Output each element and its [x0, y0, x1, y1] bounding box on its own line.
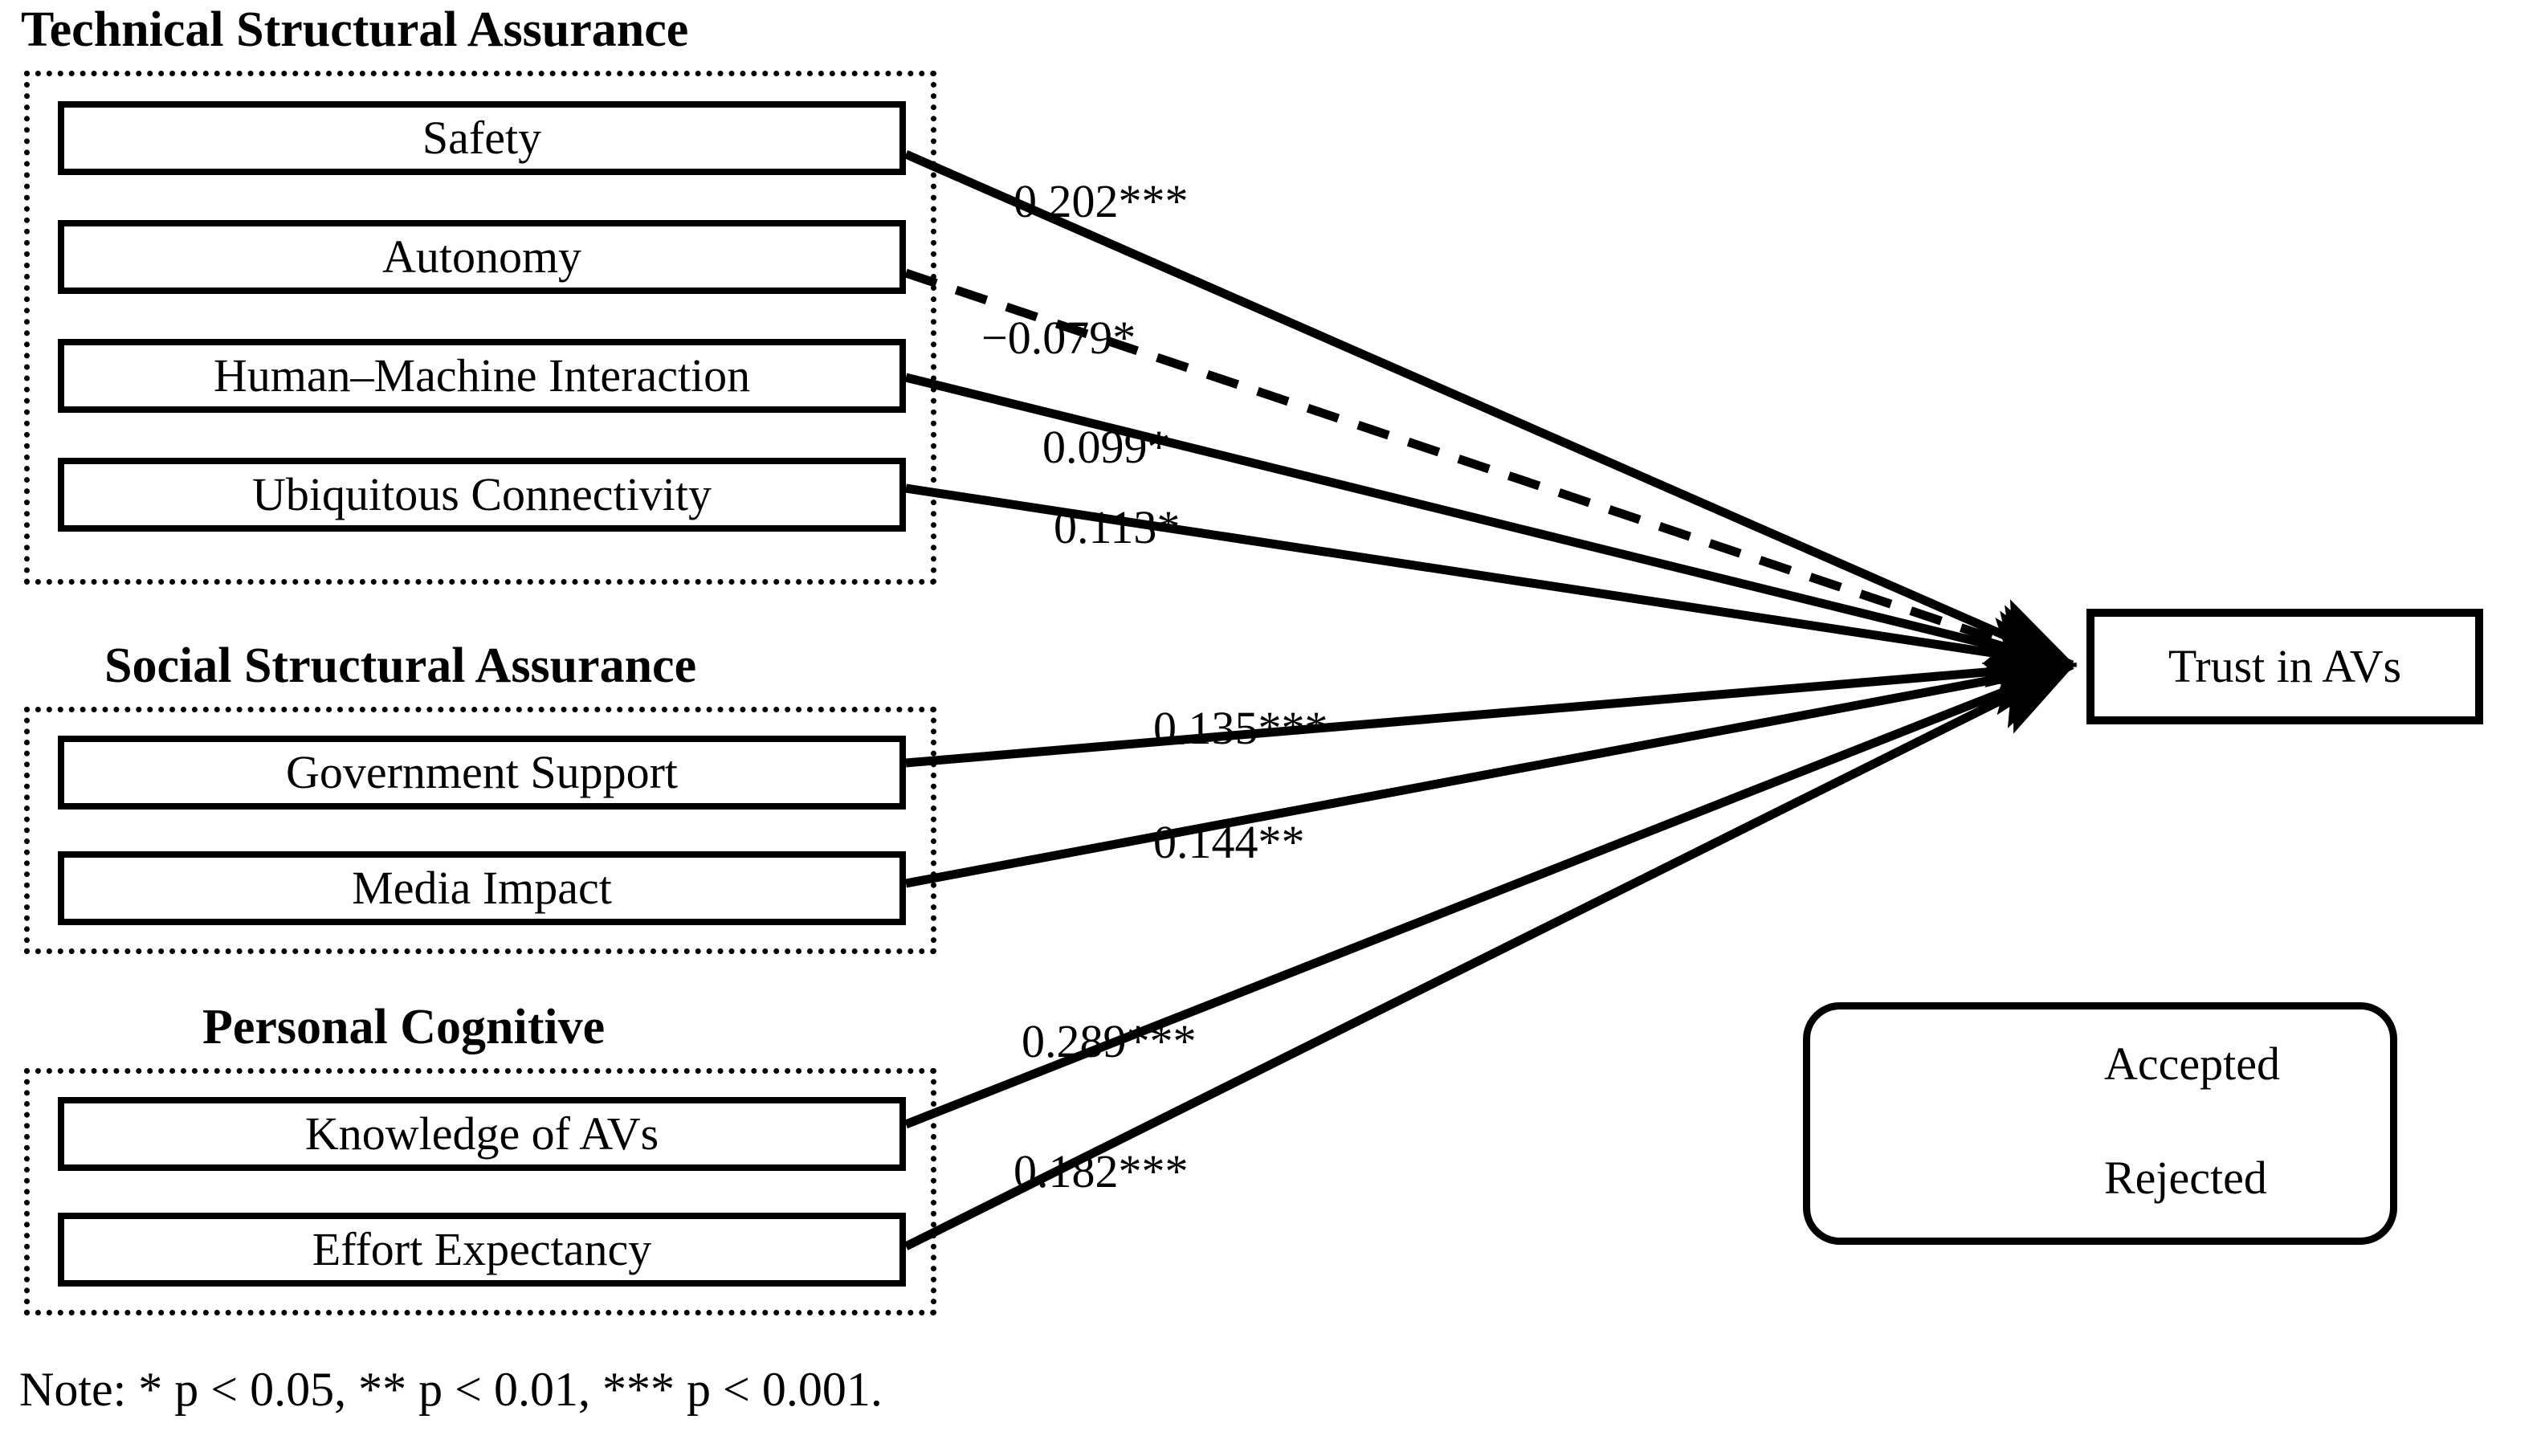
outcome-box-trust-in-avs[interactable]: Trust in AVs	[2086, 609, 2483, 724]
path-label-government-support-to-trust: 0.135***	[1153, 702, 1328, 754]
connector-safety-to-trust	[903, 149, 2078, 670]
path-label-ubiquitous-connectivity-to-trust: 0.113*	[1054, 501, 1181, 553]
connector-government-support-to-trust	[905, 636, 2078, 768]
legend-container	[1803, 1002, 2397, 1245]
group-container-personal-cognitive	[24, 1068, 936, 1315]
path-label-effort-expectancy-to-trust: 0.182***	[1014, 1145, 1189, 1197]
path-label-knowledge-of-avs-to-trust: 0.289***	[1022, 1015, 1197, 1067]
construct-box-safety[interactable]: Safety	[58, 101, 906, 175]
group-title-social-structural-assurance: Social Structural Assurance	[104, 638, 697, 693]
group-container-technical-structural-assurance	[24, 71, 936, 585]
significance-note: Note: * p < 0.05, ** p < 0.01, *** p < 0…	[19, 1363, 883, 1416]
construct-box-autonomy[interactable]: Autonomy	[58, 220, 906, 294]
connector-media-impact-to-trust	[904, 645, 2078, 888]
path-label-safety-to-trust: 0.202***	[1014, 175, 1189, 227]
path-label-human-machine-interaction-to-trust: 0.099*	[1042, 421, 1171, 473]
group-title-technical-structural-assurance: Technical Structural Assurance	[21, 2, 689, 57]
construct-box-human-machine-interaction[interactable]: Human–Machine Interaction	[58, 339, 906, 413]
group-container-social-structural-assurance	[24, 707, 936, 954]
construct-box-effort-expectancy[interactable]: Effort Expectancy	[58, 1213, 906, 1287]
construct-box-government-support[interactable]: Government Support	[58, 736, 906, 810]
construct-box-media-impact[interactable]: Media Impact	[58, 851, 906, 925]
construct-box-ubiquitous-connectivity[interactable]: Ubiquitous Connectivity	[58, 458, 906, 532]
path-label-media-impact-to-trust: 0.144**	[1153, 816, 1305, 868]
legend-label-rejected: Rejected	[2104, 1152, 2267, 1204]
construct-box-knowledge-of-avs[interactable]: Knowledge of AVs	[58, 1097, 906, 1171]
path-label-autonomy-to-trust: −0.079*	[981, 312, 1136, 364]
legend-label-accepted: Accepted	[2104, 1038, 2280, 1090]
group-title-personal-cognitive: Personal Cognitive	[202, 1000, 606, 1054]
